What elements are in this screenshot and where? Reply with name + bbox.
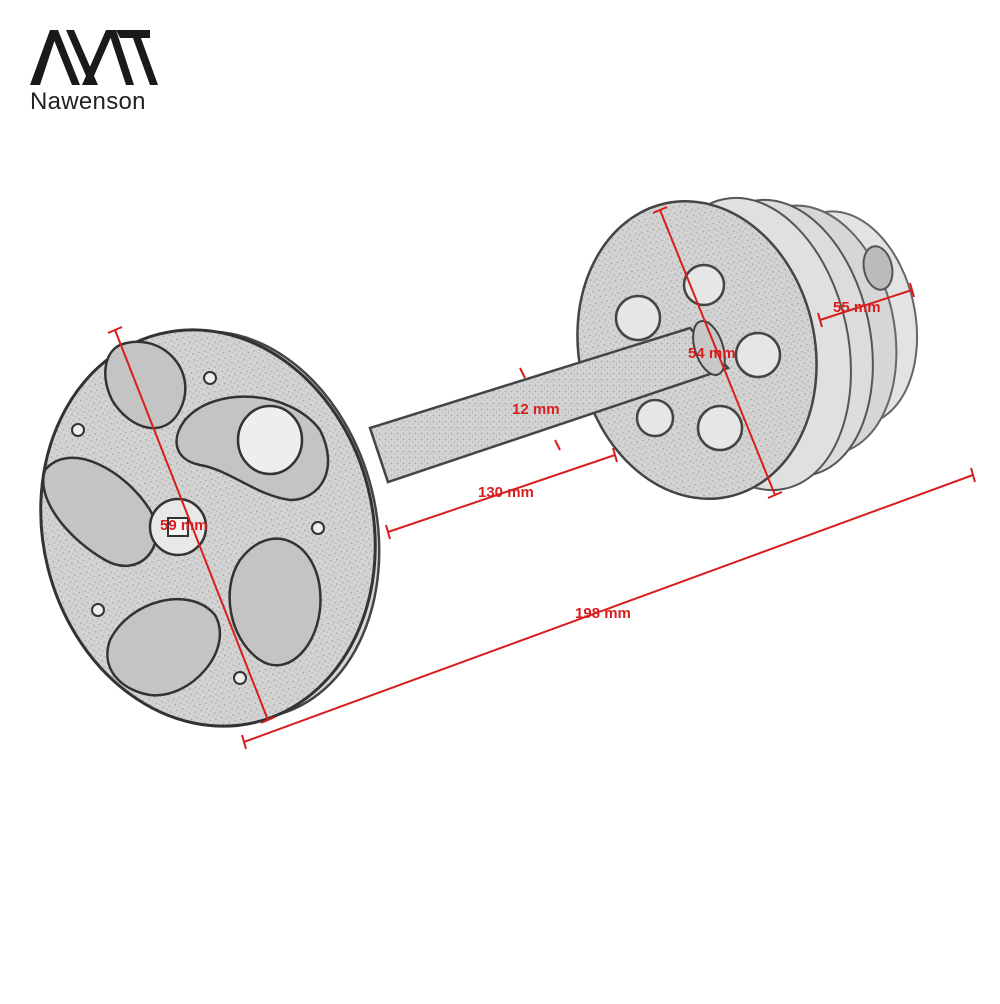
hole	[696, 404, 744, 452]
label-rod-diameter: 12 mm	[512, 401, 560, 418]
label-right-depth: 55 mm	[833, 299, 881, 316]
hole	[734, 331, 782, 379]
lobe	[106, 597, 222, 697]
label-total-length: 198 mm	[575, 605, 631, 622]
connecting-rod	[368, 320, 731, 484]
left-end-cap	[39, 328, 381, 728]
lobe	[104, 340, 187, 430]
label-left-diameter: 59 mm	[160, 517, 208, 534]
dimension-lines	[107, 206, 976, 750]
dimension-labels: 59 mm 54 mm 55 mm 12 mm 130 mm 198 mm	[160, 299, 881, 622]
nawenson-logo-icon	[30, 30, 158, 85]
hole	[614, 294, 662, 342]
brand-name: Nawenson	[30, 88, 146, 115]
label-rod-length: 130 mm	[478, 484, 534, 501]
lobe	[228, 537, 322, 667]
right-end-cap	[576, 196, 919, 501]
lobe	[42, 456, 158, 567]
hole	[635, 398, 675, 438]
label-right-diameter: 54 mm	[688, 345, 736, 362]
